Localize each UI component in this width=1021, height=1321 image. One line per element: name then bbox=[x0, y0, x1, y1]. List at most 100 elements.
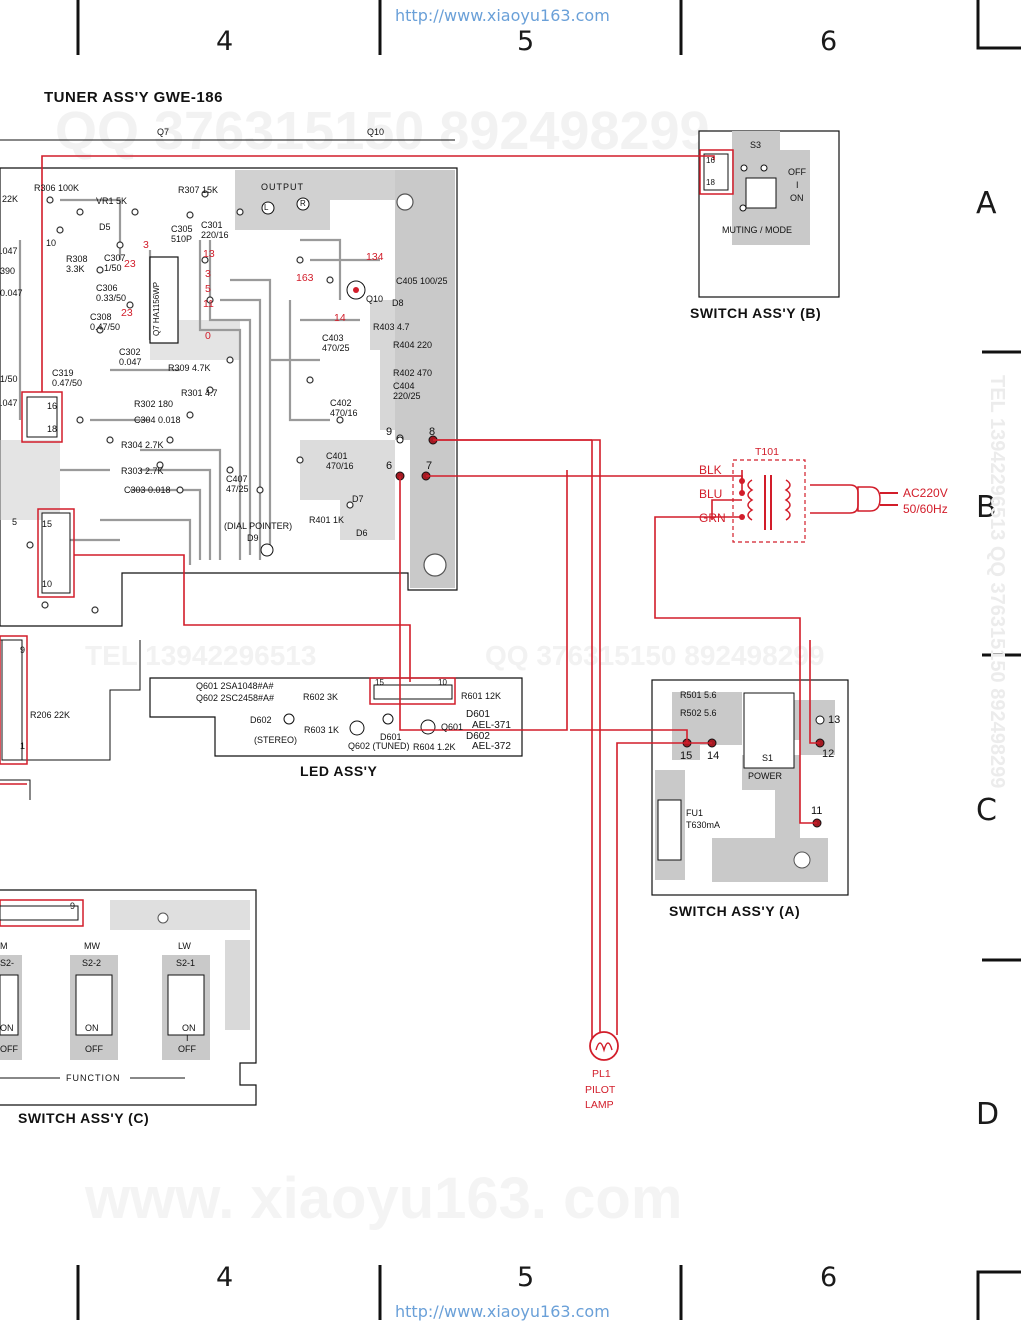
led-r602: R602 3K bbox=[303, 692, 339, 702]
led-d601: D601 bbox=[380, 732, 402, 742]
led-pcb bbox=[149, 677, 523, 757]
column-number-6-bottom: 6 bbox=[820, 1262, 838, 1293]
led-q602b: Q602 (TUNED) bbox=[348, 741, 410, 751]
switch-c-on-lw: ON bbox=[182, 1023, 196, 1033]
switch-c-s21: S2-1 bbox=[176, 958, 196, 968]
red-pin-13: 13 bbox=[203, 248, 215, 260]
part-1-50: 1/50 bbox=[0, 374, 18, 384]
led-r604: R604 1.2K bbox=[413, 742, 456, 752]
led-r601: R601 12K bbox=[461, 691, 502, 701]
switch-a-13: 13 bbox=[828, 714, 841, 726]
part-d8: D8 bbox=[392, 298, 404, 308]
switch-c-off-m: OFF bbox=[0, 1044, 18, 1054]
led-r603: R603 1K bbox=[304, 725, 340, 735]
lower-left-boards bbox=[0, 635, 141, 800]
column-number-4-bottom: 4 bbox=[216, 1262, 234, 1293]
tuner-term-6: 6 bbox=[386, 460, 393, 472]
top-url-link[interactable]: http://www.xiaoyu163.com bbox=[395, 6, 610, 25]
red-pin-134: 134 bbox=[366, 251, 384, 263]
pilot-label: PILOT bbox=[585, 1084, 616, 1096]
part-c302: C302 0.047 bbox=[119, 347, 142, 367]
ac-voltage: AC220V bbox=[903, 486, 948, 500]
switch-b-off: OFF bbox=[788, 167, 806, 177]
switch-c-sep-lw: I bbox=[186, 1033, 189, 1043]
led-title: LED ASS'Y bbox=[300, 763, 378, 779]
red-pin-0: 0 bbox=[205, 330, 211, 342]
switch-c-mw: MW bbox=[84, 941, 100, 951]
switch-a-pcb bbox=[651, 679, 849, 896]
switch-a-r501: R501 5.6 bbox=[680, 690, 717, 700]
pilot-lamp-symbol bbox=[589, 1031, 619, 1061]
part-047c: .047 bbox=[0, 398, 18, 408]
switch-b-s3: S3 bbox=[750, 140, 762, 150]
part-c301: C301 220/16 bbox=[201, 220, 229, 240]
red-wiring bbox=[0, 155, 820, 1040]
part-r403: R403 4.7 bbox=[373, 322, 410, 332]
switch-a-14: 14 bbox=[707, 750, 720, 762]
part-dial-pointer: (DIAL POINTER) bbox=[224, 521, 293, 531]
switch-c-s2: S2- bbox=[0, 958, 15, 968]
switch-a-s1: S1 bbox=[762, 753, 774, 763]
part-r303: R303 2.7K bbox=[121, 466, 164, 476]
switch-c-lw: LW bbox=[178, 941, 191, 951]
tuner-q10-ref: Q10 bbox=[367, 127, 385, 137]
switch-b-on: ON bbox=[790, 193, 804, 203]
switch-c-pcb bbox=[0, 889, 257, 1106]
part-c307: C307 1/50 bbox=[104, 253, 126, 273]
tuner-pcb bbox=[0, 167, 458, 627]
transformer-symbol bbox=[732, 459, 898, 543]
switch-c-function: FUNCTION bbox=[66, 1073, 121, 1083]
part-047b: 0.047 bbox=[0, 288, 23, 298]
column-number-5-bottom: 5 bbox=[517, 1262, 535, 1293]
switch-a-title: SWITCH ASS'Y (A) bbox=[669, 903, 801, 919]
bottom-url-link[interactable]: http://www.xiaoyu163.com bbox=[395, 1302, 610, 1321]
led-conn-15: 15 bbox=[375, 678, 384, 687]
watermark-site: www. xiaoyu163. com bbox=[85, 1166, 683, 1231]
tuner-pin-10: 10 bbox=[46, 238, 57, 248]
part-390: 390 bbox=[0, 266, 16, 276]
led-conn-10: 10 bbox=[438, 678, 447, 687]
switch-a-15: 15 bbox=[680, 750, 693, 762]
led-stereo: (STEREO) bbox=[254, 735, 298, 745]
part-c407: C407 47/25 bbox=[226, 474, 249, 494]
row-letter-c: C bbox=[976, 793, 997, 828]
switch-c-m: M bbox=[0, 941, 8, 951]
transformer-name: T101 bbox=[755, 446, 779, 458]
switch-a-fuse: T630mA bbox=[686, 820, 721, 830]
tuner-q7-ref: Q7 bbox=[157, 127, 170, 137]
switch-c-off-lw: OFF bbox=[178, 1044, 196, 1054]
part-d9: D9 bbox=[247, 533, 259, 543]
ic-q7-label: Q7 HA1156WP bbox=[152, 281, 161, 336]
part-r306: R306 100K bbox=[34, 183, 80, 193]
tuner-conn-16: 16 bbox=[47, 401, 58, 411]
switch-a-r502: R502 5.6 bbox=[680, 708, 717, 718]
red-pin-163: 163 bbox=[296, 272, 314, 284]
switch-c-on-m: ON bbox=[0, 1023, 14, 1033]
watermark-qq-mid: QQ 376315150 892498299 bbox=[485, 640, 825, 671]
part-c319: C319 0.47/50 bbox=[52, 368, 83, 388]
part-r304: R304 2.7K bbox=[121, 440, 164, 450]
column-number-6-top: 6 bbox=[820, 26, 838, 57]
switch-c-conn-9: 9 bbox=[70, 901, 76, 911]
part-c306: C306 0.33/50 bbox=[96, 283, 127, 303]
red-pin-23a: 23 bbox=[124, 258, 136, 270]
tuner-conn-15: 15 bbox=[42, 519, 53, 529]
part-c402: C402 470/16 bbox=[330, 398, 358, 418]
switch-b-pin-18: 18 bbox=[706, 178, 715, 187]
part-vr1: VR1 5K bbox=[96, 196, 128, 206]
red-pin-5: 5 bbox=[205, 283, 211, 295]
part-047a: .047 bbox=[0, 246, 18, 256]
tuner-output-label: OUTPUT bbox=[261, 182, 304, 192]
column-number-5-top: 5 bbox=[517, 26, 535, 57]
row-letter-d: D bbox=[976, 1097, 1000, 1132]
switch-a-11: 11 bbox=[811, 805, 823, 817]
switch-a-fu1: FU1 bbox=[686, 808, 704, 818]
led-q602: Q602 2SC2458#A# bbox=[196, 693, 275, 703]
switch-b-mode: MUTING / MODE bbox=[722, 225, 792, 235]
part-c405: C405 100/25 bbox=[396, 276, 448, 286]
part-r309: R309 4.7K bbox=[168, 363, 211, 373]
tuner-out-l: L bbox=[264, 203, 269, 212]
switch-c-on-mw: ON bbox=[85, 1023, 99, 1033]
part-22k: 22K bbox=[2, 194, 19, 204]
part-d7: D7 bbox=[352, 494, 364, 504]
